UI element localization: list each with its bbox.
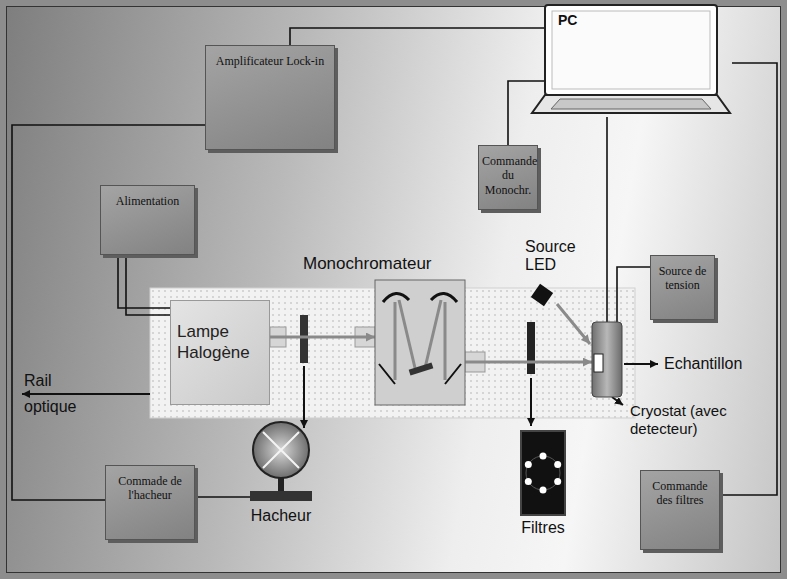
- instrument-box: Amplificateur Lock-in: [205, 45, 335, 150]
- cable-line: [720, 63, 777, 495]
- node-label: Monochromateur: [303, 254, 432, 274]
- node-label: Filtres: [502, 519, 584, 537]
- node-label: Amplificateur Lock-in: [209, 54, 331, 68]
- cryostat: Cryostat (avec detecteur): [592, 322, 622, 397]
- filter-wheel-drawing: [522, 432, 564, 514]
- instrument-box: Source de tension: [650, 255, 715, 320]
- node-label: Source LED: [525, 238, 587, 274]
- led-source: Source LED: [525, 238, 587, 306]
- filter-wheel: Filtres: [520, 430, 566, 516]
- rail-label: Rail optique: [24, 368, 94, 420]
- cable-line: [606, 117, 608, 322]
- cable-line: [290, 28, 545, 45]
- node-label: Commande du Monochr.: [482, 154, 534, 197]
- node-label: Hacheur: [230, 507, 332, 525]
- sample-label: Echantillon: [664, 351, 774, 377]
- light-path-arrow: [465, 361, 592, 364]
- node-label: Commade de l'hacheur: [109, 474, 191, 503]
- cable-line: [195, 496, 250, 498]
- computer-icon: PC: [530, 3, 732, 117]
- monochromator-drawing: [375, 280, 465, 405]
- node-label: Commande des filtres: [644, 479, 716, 508]
- instrument-box: Alimentation: [100, 185, 195, 255]
- node-label: PC: [558, 12, 577, 28]
- instrument-box: Commande des filtres: [640, 470, 720, 550]
- cable-line: [617, 267, 650, 322]
- node-label: Alimentation: [104, 194, 191, 208]
- leader-arrow: [612, 397, 623, 405]
- leader-arrow: [303, 366, 305, 428]
- node-label: Source de tension: [654, 264, 711, 293]
- leader-arrow: [624, 363, 658, 365]
- cable-line: [118, 255, 170, 315]
- node-label: Cryostat (avec detecteur): [630, 402, 755, 438]
- light-path-arrow: [557, 304, 590, 344]
- cryostat-drawing: [592, 322, 622, 397]
- led-drawing: [529, 282, 555, 308]
- leader-arrow: [530, 378, 532, 426]
- chopper-drawing: [250, 420, 312, 502]
- node-label: Lampe Halogène: [177, 321, 263, 364]
- light-path-arrow: [270, 336, 375, 339]
- instrument-box: Commade de l'hacheur: [105, 465, 195, 540]
- monochromator: Monochromateur: [375, 280, 465, 405]
- instrument-box: Commande du Monochr.: [478, 145, 538, 210]
- leader-arrow: [22, 393, 150, 395]
- lamp-box: Lampe Halogène: [170, 300, 270, 405]
- chopper-wheel: Hacheur: [250, 420, 312, 502]
- chopper-blade: [300, 315, 308, 363]
- filter-slot: [527, 322, 535, 374]
